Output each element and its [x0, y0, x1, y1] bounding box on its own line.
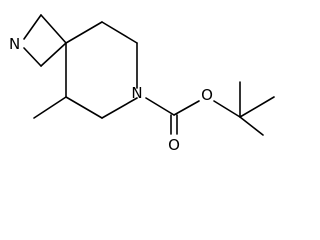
bond-n-carbonyl-c	[145, 97, 175, 116]
bond-spiro-ch2-bottom	[40, 42, 67, 67]
bond-carbonyl-c-o-ester	[173, 100, 200, 116]
bond-c-lower-c-methyl	[65, 96, 103, 119]
bond-methyl	[33, 96, 67, 119]
azetidine-ring	[23, 14, 67, 67]
bond-tert-c-methyl-right	[239, 96, 275, 118]
atom-n-piperidine: N	[131, 84, 142, 102]
atom-o-ester: O	[201, 86, 213, 104]
atom-n-azetidine: N	[9, 35, 20, 53]
piperidine-ring	[65, 21, 138, 119]
bond-o-ester-tert-c	[213, 100, 241, 118]
bond-n-c-lower	[101, 97, 138, 119]
bond-c-upper-c-upper-right	[101, 21, 138, 44]
bond-ch2-top-spiro	[40, 14, 67, 44]
chemical-structure: N N O O	[9, 14, 275, 152]
atom-o-carbonyl: O	[168, 136, 180, 152]
bond-tert-c-methyl-bottom	[239, 116, 264, 136]
bond-spiro-c-upper	[65, 21, 103, 44]
bond-ch2-bottom-n	[23, 47, 42, 67]
boc-group	[145, 81, 275, 136]
bond-n-ch2-top	[23, 14, 42, 40]
